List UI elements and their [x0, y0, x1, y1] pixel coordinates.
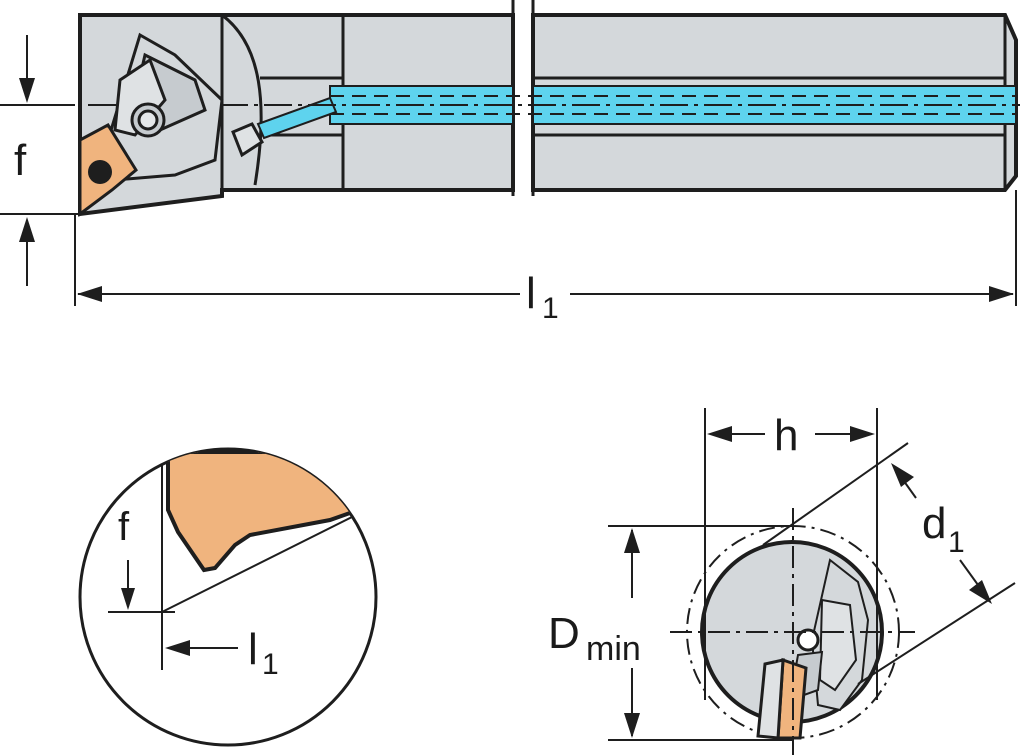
end-view: h D min d 1 — [548, 408, 1016, 755]
insert-screw-icon — [88, 160, 112, 184]
l1-label-detail: l — [248, 625, 258, 674]
dmin-label: D — [548, 609, 580, 658]
dmin-arrow-up-icon — [624, 528, 640, 553]
d1-arrow-down-icon — [969, 580, 992, 604]
coolant-channel-angled — [256, 96, 338, 140]
d1-arrow-up-icon — [891, 463, 914, 487]
f-detail-arrow-down-icon — [121, 588, 135, 610]
detail-edge-line — [161, 507, 371, 613]
h-label: h — [774, 411, 798, 460]
h-arrow-left-icon — [707, 426, 732, 442]
dmin-arrow-down-icon — [624, 713, 640, 738]
f-label-side: f — [14, 136, 27, 185]
head-contour — [221, 13, 263, 186]
l1-detail-arrow-left-icon — [165, 640, 190, 656]
d1-ext-line-top — [762, 442, 909, 546]
f-arrow-down-icon — [19, 78, 35, 103]
dmin-label-subscript: min — [586, 630, 641, 668]
l1-arrow-right-icon — [989, 286, 1014, 302]
insert-detail-view: f l 1 — [78, 447, 378, 747]
l1-label-main: l — [526, 269, 536, 318]
f-arrow-up-icon — [19, 217, 35, 242]
end-view-insert-seat — [756, 658, 785, 740]
l1-label-main-subscript: 1 — [542, 292, 559, 325]
l1-arrow-left-icon — [77, 286, 102, 302]
f-label-detail: f — [118, 505, 130, 549]
h-arrow-right-icon — [850, 426, 875, 442]
side-view: f l 1 — [0, 0, 1020, 325]
l1-label-detail-subscript: 1 — [262, 648, 279, 681]
d1-label-subscript: 1 — [948, 526, 965, 559]
d1-label: d — [922, 499, 946, 548]
